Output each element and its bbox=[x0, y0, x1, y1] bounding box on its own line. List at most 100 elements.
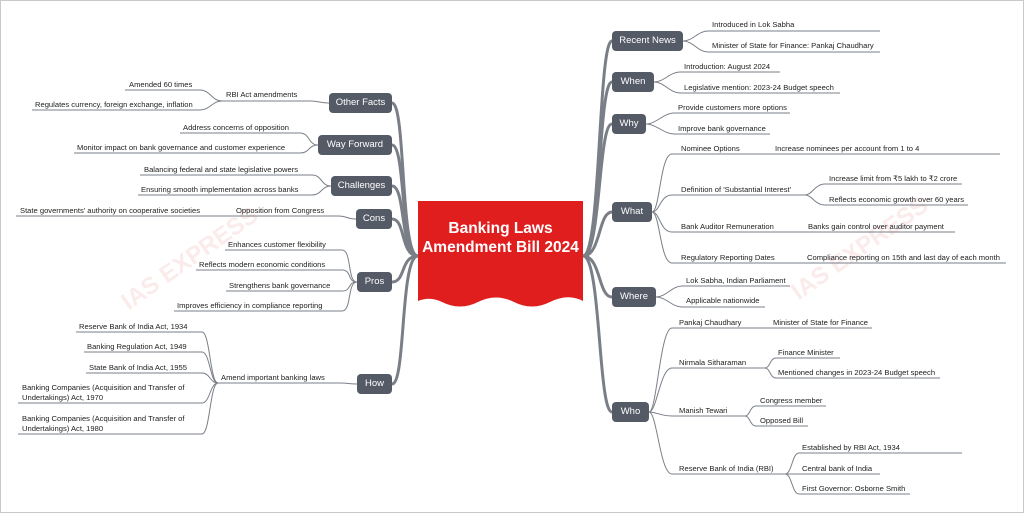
branch-way-forward[interactable]: Way Forward bbox=[318, 135, 392, 155]
why-item-2: Improve bank governance bbox=[678, 124, 766, 133]
who-manish-item-2: Opposed Bill bbox=[760, 416, 804, 425]
connector bbox=[645, 123, 770, 135]
connector bbox=[391, 254, 419, 386]
pros-item-1: Enhances customer flexibility bbox=[228, 240, 326, 249]
connector bbox=[76, 331, 219, 384]
what-reporting-label: Regulatory Reporting Dates bbox=[681, 253, 775, 262]
connector bbox=[653, 71, 780, 83]
what-auditor-label: Bank Auditor Remuneration bbox=[681, 222, 774, 231]
challenges-item-1: Balancing federal and state legislative … bbox=[144, 165, 299, 174]
connector bbox=[74, 144, 319, 154]
connector bbox=[18, 382, 219, 435]
when-item-2: Legislative mention: 2023-24 Budget spee… bbox=[684, 83, 834, 92]
who-pankaj-item-1: Minister of State for Finance bbox=[773, 318, 868, 327]
branch-where[interactable]: Where bbox=[612, 287, 656, 307]
pros-item-3: Strengthens bank governance bbox=[229, 281, 331, 290]
branch-when[interactable]: When bbox=[612, 72, 654, 92]
who-rbi-item-3: First Governor: Osborne Smith bbox=[802, 484, 906, 493]
pros-item-4: Improves efficiency in compliance report… bbox=[177, 301, 323, 310]
central-topic[interactable]: Banking Laws Amendment Bill 2024 bbox=[418, 201, 583, 312]
connector bbox=[180, 132, 319, 146]
other-facts-rbi-act-label: RBI Act amendments bbox=[226, 90, 298, 99]
why-item-1: Provide customers more options bbox=[678, 103, 787, 112]
connector bbox=[744, 405, 826, 417]
how-item-2: Banking Regulation Act, 1949 bbox=[87, 342, 187, 351]
connector bbox=[174, 281, 358, 312]
what-nominee-item-1: Increase nominees per account from 1 to … bbox=[775, 144, 920, 153]
connector bbox=[140, 174, 332, 187]
connector bbox=[804, 183, 962, 196]
connector bbox=[582, 254, 613, 299]
connector bbox=[582, 210, 613, 258]
connector bbox=[32, 100, 223, 111]
branch-who[interactable]: Who bbox=[612, 402, 649, 422]
connector bbox=[648, 411, 745, 417]
connector bbox=[655, 296, 765, 308]
connector bbox=[682, 30, 880, 42]
connector bbox=[648, 411, 785, 475]
how-item-4: Banking Companies (Acquisition and Trans… bbox=[22, 383, 185, 402]
how-item-3: State Bank of India Act, 1955 bbox=[89, 363, 187, 372]
who-nirmala-label: Nirmala Sitharaman bbox=[679, 358, 747, 367]
connector bbox=[744, 415, 808, 427]
how-item-5: Banking Companies (Acquisition and Trans… bbox=[22, 414, 185, 433]
connector bbox=[222, 100, 330, 104]
connector bbox=[582, 80, 614, 258]
who-nirmala-item-1: Finance Minister bbox=[778, 348, 834, 357]
branch-how[interactable]: How bbox=[357, 374, 392, 394]
what-nominee-label: Nominee Options bbox=[681, 144, 740, 153]
connector bbox=[648, 327, 872, 413]
branch-cons[interactable]: Cons bbox=[356, 209, 392, 229]
challenges-item-2: Ensuring smooth implementation across ba… bbox=[141, 185, 299, 194]
connector bbox=[645, 112, 790, 125]
what-auditor-item-1: Banks gain control over auditor payment bbox=[808, 222, 944, 231]
who-rbi-item-1: Established by RBI Act, 1934 bbox=[802, 443, 900, 452]
what-substantial-item-2: Reflects economic growth over 60 years bbox=[829, 195, 965, 204]
way-forward-item-1: Address concerns of opposition bbox=[183, 123, 289, 132]
connector bbox=[804, 194, 968, 206]
connector bbox=[648, 367, 765, 413]
who-pankaj-label: Pankaj Chaudhary bbox=[679, 318, 742, 327]
connector bbox=[653, 81, 840, 94]
recent-news-item-2: Minister of State for Finance: Pankaj Ch… bbox=[712, 41, 874, 50]
where-item-1: Lok Sabha, Indian Parliament bbox=[686, 276, 786, 285]
how-item-1: Reserve Bank of India Act, 1934 bbox=[79, 322, 188, 331]
connector bbox=[651, 153, 1000, 213]
connector bbox=[391, 217, 419, 258]
connector bbox=[784, 452, 962, 475]
who-rbi-label: Reserve Bank of India (RBI) bbox=[679, 464, 774, 473]
connector bbox=[86, 372, 219, 384]
pros-item-2: Reflects modern economic conditions bbox=[199, 260, 326, 269]
how-amend-label: Amend important banking laws bbox=[221, 373, 325, 382]
branch-other-facts[interactable]: Other Facts bbox=[329, 93, 392, 113]
branch-pros[interactable]: Pros bbox=[357, 272, 392, 292]
who-rbi-item-2: Central bank of India bbox=[802, 464, 873, 473]
other-facts-item-2: Regulates currency, foreign exchange, in… bbox=[35, 100, 193, 109]
when-item-1: Introduction: August 2024 bbox=[684, 62, 771, 71]
branch-why[interactable]: Why bbox=[612, 114, 646, 134]
connector bbox=[651, 194, 805, 213]
central-topic-title: Banking Laws Amendment Bill 2024 bbox=[422, 220, 579, 256]
recent-news-item-1: Introduced in Lok Sabha bbox=[712, 20, 795, 29]
connector bbox=[225, 249, 358, 283]
cons-item-1: State governments' authority on cooperat… bbox=[20, 206, 201, 215]
connector bbox=[651, 211, 955, 233]
who-manish-item-1: Congress member bbox=[760, 396, 823, 405]
who-manish-label: Manish Tewari bbox=[679, 406, 728, 415]
connector bbox=[655, 285, 790, 298]
connector bbox=[125, 89, 223, 102]
other-facts-item-1: Amended 60 times bbox=[129, 80, 193, 89]
connector bbox=[138, 185, 332, 196]
branch-challenges[interactable]: Challenges bbox=[331, 176, 392, 196]
connector bbox=[581, 39, 614, 258]
central-topic-shape bbox=[418, 201, 583, 307]
where-item-2: Applicable nationwide bbox=[686, 296, 760, 305]
connector bbox=[196, 269, 358, 283]
what-substantial-label: Definition of 'Substantial Interest' bbox=[681, 185, 792, 194]
connector bbox=[582, 122, 614, 258]
branch-what[interactable]: What bbox=[612, 202, 652, 222]
branch-recent-news[interactable]: Recent News bbox=[612, 31, 683, 51]
cons-opposition-label: Opposition from Congress bbox=[236, 206, 325, 215]
way-forward-item-2: Monitor impact on bank governance and cu… bbox=[77, 143, 286, 152]
